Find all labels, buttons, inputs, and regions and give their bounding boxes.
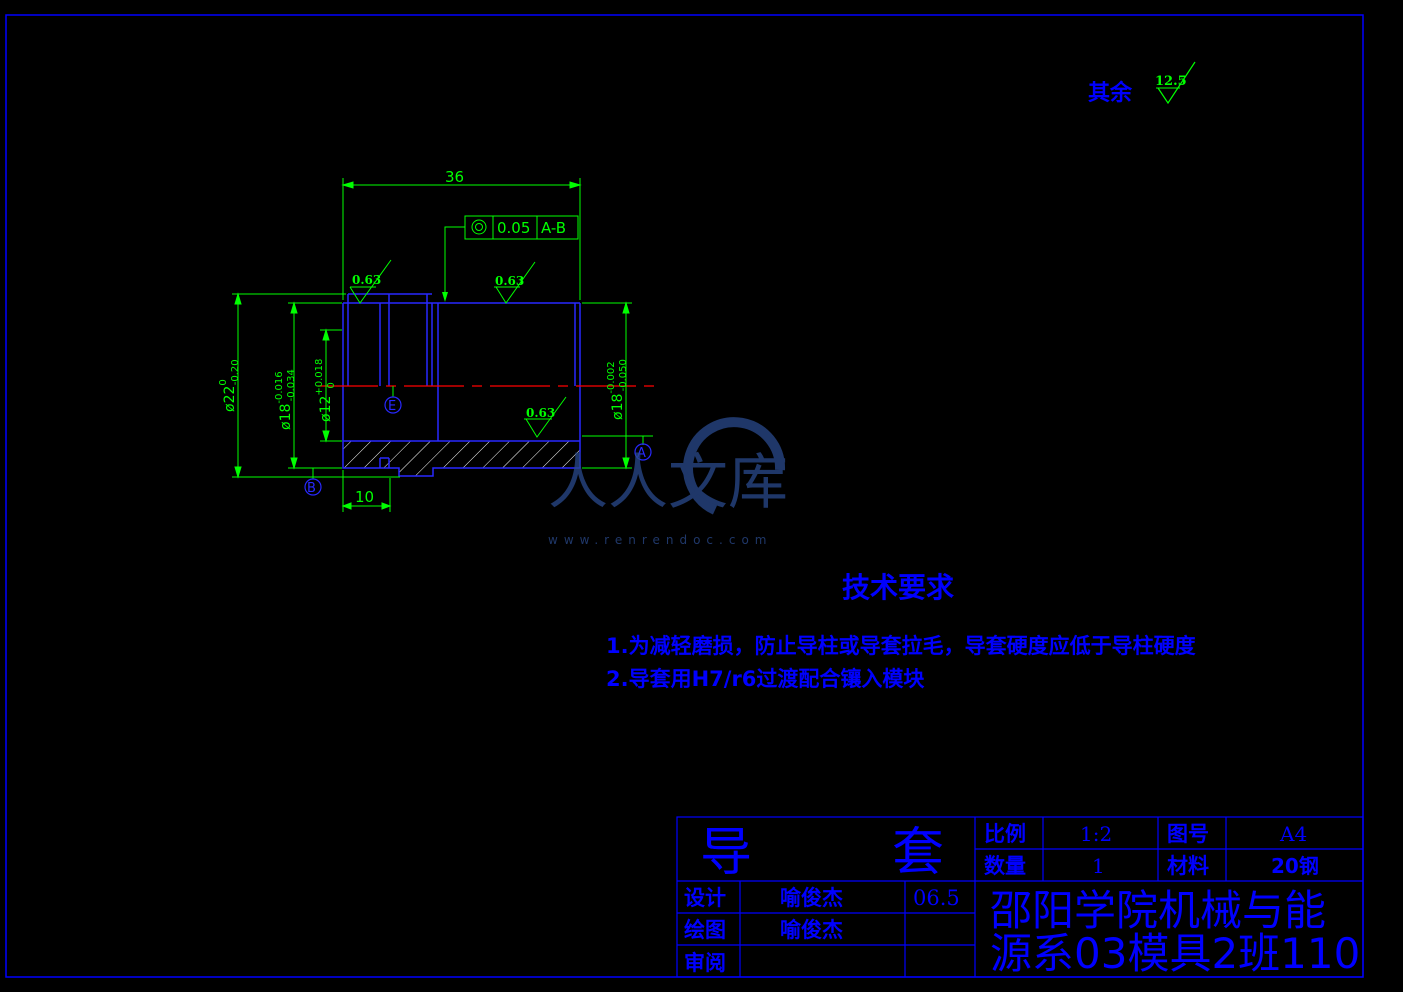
part-name-char-2: 套	[892, 823, 944, 883]
dim-outer-diameter-text: ø220-0.20	[218, 359, 241, 412]
dim-bore-diameter	[320, 328, 342, 443]
tech-req-title: 技术要求	[842, 571, 954, 604]
geometric-tolerance-datum: A-B	[541, 219, 566, 237]
roughness-symbol-icon	[495, 261, 536, 304]
school-line-1: 邵阳学院机械与能	[990, 886, 1326, 935]
dim-body-diameter-text: ø18-0.016-0.034	[274, 369, 297, 430]
dim-body-diameter	[288, 301, 342, 470]
roughness-symbol-icon	[349, 259, 392, 304]
tech-req-item-2: 2.导套用H7/r6过渡配合镶入模块	[606, 667, 925, 691]
dim-right-diameter	[582, 301, 632, 470]
quantity-label: 数量	[984, 854, 1026, 878]
roughness-mark-1: 0.63	[349, 259, 392, 304]
dim-step-length-label: 10	[355, 488, 374, 506]
drawing-no-value: A4	[1279, 822, 1307, 846]
geometric-tolerance-frame: 0.05 A-B	[442, 215, 579, 302]
svg-text:0.63: 0.63	[526, 406, 555, 420]
quantity-value: 1	[1092, 854, 1105, 878]
part-view: 36 10 ø220-0.20 ø18-0	[218, 168, 656, 512]
tech-req-item-1: 1.为减轻磨损，防止导柱或导套拉毛，导套硬度应低于导柱硬度	[606, 634, 1196, 658]
roughness-mark-3: 0.63	[524, 396, 567, 438]
watermark-logo-icon	[683, 417, 786, 515]
material-value: 20钢	[1271, 854, 1319, 878]
svg-text:0.63: 0.63	[352, 273, 381, 287]
review-label: 审阅	[684, 951, 726, 975]
svg-text:A: A	[637, 446, 646, 461]
dim-right-diameter-text: ø18-0.002-0.050	[606, 359, 629, 420]
roughness-other-label: 其余	[1088, 80, 1133, 106]
roughness-other-value: 12.5	[1155, 74, 1187, 89]
scale-label: 比例	[984, 822, 1026, 846]
roughness-symbol-icon	[525, 396, 567, 438]
datum-b: B	[304, 468, 322, 496]
datum-e: E	[384, 386, 402, 414]
title-block	[676, 816, 1364, 978]
geometric-tolerance-value: 0.05	[497, 219, 530, 237]
roughness-other: 其余 12.5	[1088, 61, 1196, 106]
dim-outer-diameter	[232, 292, 400, 479]
draw-name: 喻俊杰	[780, 918, 843, 942]
roughness-mark-2: 0.63	[494, 261, 536, 304]
design-date: 06.5	[913, 886, 960, 910]
draw-label: 绘图	[684, 918, 726, 942]
part-outline	[342, 293, 581, 477]
svg-text:www.renrendoc.com: www.renrendoc.com	[548, 533, 772, 547]
coaxiality-icon	[471, 219, 487, 235]
dim-total-length	[341, 178, 582, 300]
datum-a: A	[582, 435, 653, 461]
watermark: 人人文库 www.renrendoc.com	[548, 417, 788, 547]
part-name-char-1: 导	[700, 823, 752, 883]
design-name: 喻俊杰	[780, 886, 843, 910]
svg-text:B: B	[307, 481, 316, 496]
svg-text:ø18-0.016-0.034: ø18-0.016-0.034	[274, 369, 297, 430]
svg-text:ø18-0.002-0.050: ø18-0.002-0.050	[606, 359, 629, 420]
svg-text:E: E	[388, 399, 396, 414]
roughness-symbol-icon	[1157, 61, 1196, 105]
section-hatch	[343, 441, 580, 476]
dim-bore-diameter-text: ø12+0.0180	[314, 359, 337, 422]
svg-text:人人文库: 人人文库	[548, 448, 788, 518]
svg-text:0.63: 0.63	[495, 274, 524, 288]
design-label: 设计	[684, 886, 726, 910]
dim-total-length-label: 36	[445, 168, 464, 186]
school-line-2: 源系03模具2班110	[990, 929, 1360, 978]
drawing-no-label: 图号	[1167, 822, 1209, 846]
svg-text:ø220-0.20: ø220-0.20	[218, 359, 241, 412]
material-label: 材料	[1167, 854, 1209, 878]
scale-value: 1:2	[1080, 822, 1112, 846]
svg-text:ø12+0.0180: ø12+0.0180	[314, 359, 337, 422]
